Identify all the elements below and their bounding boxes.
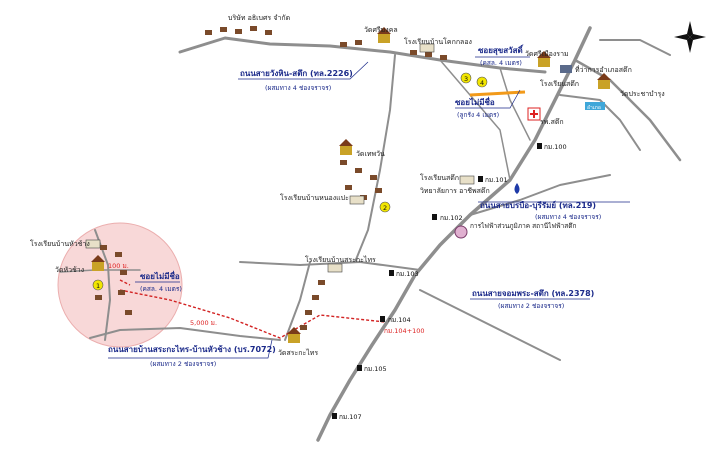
label-company: บริษัท อธิเบศร จำกัด xyxy=(228,14,290,22)
km-103: กม.103 xyxy=(396,270,419,278)
road-7072-sub: (ผสมทาง 2 ช่องจราจร) xyxy=(150,360,216,368)
label-dist-5000: 5,000 ม. xyxy=(190,319,217,327)
km-100: กม.100 xyxy=(544,143,567,151)
label-school-satuk-2: โรงเรียนสตึก xyxy=(420,173,459,182)
temple-icon xyxy=(287,327,301,343)
km-102: กม.102 xyxy=(440,214,463,222)
road-2378 xyxy=(419,289,561,361)
markers: 1 2 3 4 xyxy=(92,72,488,291)
compass-icon xyxy=(674,21,706,53)
road-219-south xyxy=(316,26,592,442)
route-dashed xyxy=(119,289,386,339)
svg-text:1: 1 xyxy=(96,282,100,290)
school-icon xyxy=(419,43,435,53)
label-wat-sa-kathai: วัดสระกะไทร xyxy=(278,348,318,357)
road-7072 xyxy=(89,327,281,341)
road-town1 xyxy=(439,59,511,181)
road-2226-sub: (ผสมทาง 4 ช่องจราจร) xyxy=(265,84,331,92)
temple-icon xyxy=(91,255,105,271)
soi-mai-sub: (ลูกรัง 4 เมตร) xyxy=(457,111,499,119)
school-icon xyxy=(349,195,365,205)
label-district-office: ที่ว่าการอำเภอสตึก xyxy=(575,65,632,74)
temple-icons xyxy=(91,27,611,343)
district-badge: อำเภอ xyxy=(587,105,601,111)
label-wat-thep: วัดเทพวัน xyxy=(356,150,385,158)
road-7072-name: ถนนสายบ้านสระกะไทร-บ้านหัวช้าง (บร.7072) xyxy=(108,344,276,354)
label-college: วิทยาลัยการ อาชีพสตึก xyxy=(420,186,490,195)
road-e xyxy=(559,94,641,151)
road-219-east xyxy=(469,174,611,216)
school-icon xyxy=(459,175,475,185)
km-107: กม.107 xyxy=(339,413,362,421)
label-school-nong-kham: โรงเรียนบ้านหนองแปะ xyxy=(280,193,349,202)
soi-mai-name: ซอยไม่มีชื่อ xyxy=(455,96,495,107)
marker-1 xyxy=(92,279,104,291)
route-dashed-2 xyxy=(119,279,131,286)
district-badge-bg xyxy=(585,102,605,110)
soi-suk-sub: (คสล. 4 เมตร) xyxy=(480,59,522,67)
marker-3 xyxy=(460,72,472,84)
svg-text:4: 4 xyxy=(480,79,484,87)
highlight-circle xyxy=(57,222,183,348)
marker-4 xyxy=(476,76,488,88)
km-101: กม.101 xyxy=(485,176,508,184)
km-104-100: กม.104+100 xyxy=(384,327,425,335)
svg-text:2: 2 xyxy=(383,204,387,212)
pea-icon xyxy=(454,225,468,239)
road-mid xyxy=(354,54,396,263)
road-2378-name: ถนนสายจอมพระ-สตึก (ทล.2378) xyxy=(472,289,594,298)
km-104: กม.104 xyxy=(388,316,411,324)
label-school-hua-chang: โรงเรียนบ้านหัวช้าง xyxy=(30,239,90,248)
road-w2 xyxy=(284,261,311,341)
leader-lines xyxy=(108,56,630,359)
temple-icon xyxy=(339,139,353,155)
road-ne xyxy=(573,58,682,162)
km-posts xyxy=(332,143,542,419)
label-hospital: รพ.สตึก xyxy=(540,117,564,126)
hospital-icon xyxy=(527,107,541,121)
label-wat-sri-mueang: วัดศรีเมืองราม xyxy=(525,50,569,58)
school-icon xyxy=(85,239,101,249)
road-2226-name: ถนนสายวังหิน-สตึก (ทล.2226) xyxy=(240,69,353,78)
road-w1 xyxy=(239,261,421,271)
label-dist-100: 100 ม. xyxy=(108,262,129,270)
road-2378-sub: (ผสมทาง 2 ช่องจราจร) xyxy=(498,302,564,310)
temple-icon xyxy=(537,51,551,67)
school-icons xyxy=(85,43,572,273)
soi-left-name: ซอยไม่มีชื่อ xyxy=(140,270,180,281)
soi-orange xyxy=(469,90,526,97)
marker-2 xyxy=(379,201,391,213)
label-wat-prachabamrung: วัดประชาบำรุง xyxy=(620,90,665,98)
drop-icon xyxy=(514,183,520,194)
temple-icon xyxy=(597,73,611,89)
km-105: กม.105 xyxy=(364,365,387,373)
label-school-ban-sa: โรงเรียนบ้านสระกะไทร xyxy=(305,255,376,264)
label-wat-sri-mongkol: วัดศรีมงคล xyxy=(364,26,398,34)
soi-suk-name: ซอยสุขสวัสดิ์ xyxy=(478,44,524,56)
school-icon xyxy=(327,263,343,273)
label-school-ban-khok: โรงเรียนบ้านโคกกลอง xyxy=(404,37,472,46)
roads xyxy=(59,26,682,442)
road-town2 xyxy=(499,67,531,141)
school-icon xyxy=(560,65,572,73)
label-wat-hua-chang: วัดหัวช้าง xyxy=(55,266,84,274)
road-ne2 xyxy=(599,39,671,56)
temple-icon xyxy=(377,27,391,43)
road-219-name: ถนนสายบรบือ-บุรีรัมย์ (ทล.219) xyxy=(480,200,596,211)
label-school-satuk: โรงเรียนสตึก xyxy=(540,79,579,88)
road-219-sub: (ผสมทาง 4 ช่องจราจร) xyxy=(535,213,601,221)
svg-text:3: 3 xyxy=(464,75,468,83)
soi-left-sub: (คสล. 4 เมตร) xyxy=(140,285,182,293)
label-pea: การไฟฟ้าส่วนภูมิภาค สถานีไฟฟ้าสตึก xyxy=(470,222,576,230)
houses xyxy=(95,26,447,330)
road-2226 xyxy=(178,36,547,74)
